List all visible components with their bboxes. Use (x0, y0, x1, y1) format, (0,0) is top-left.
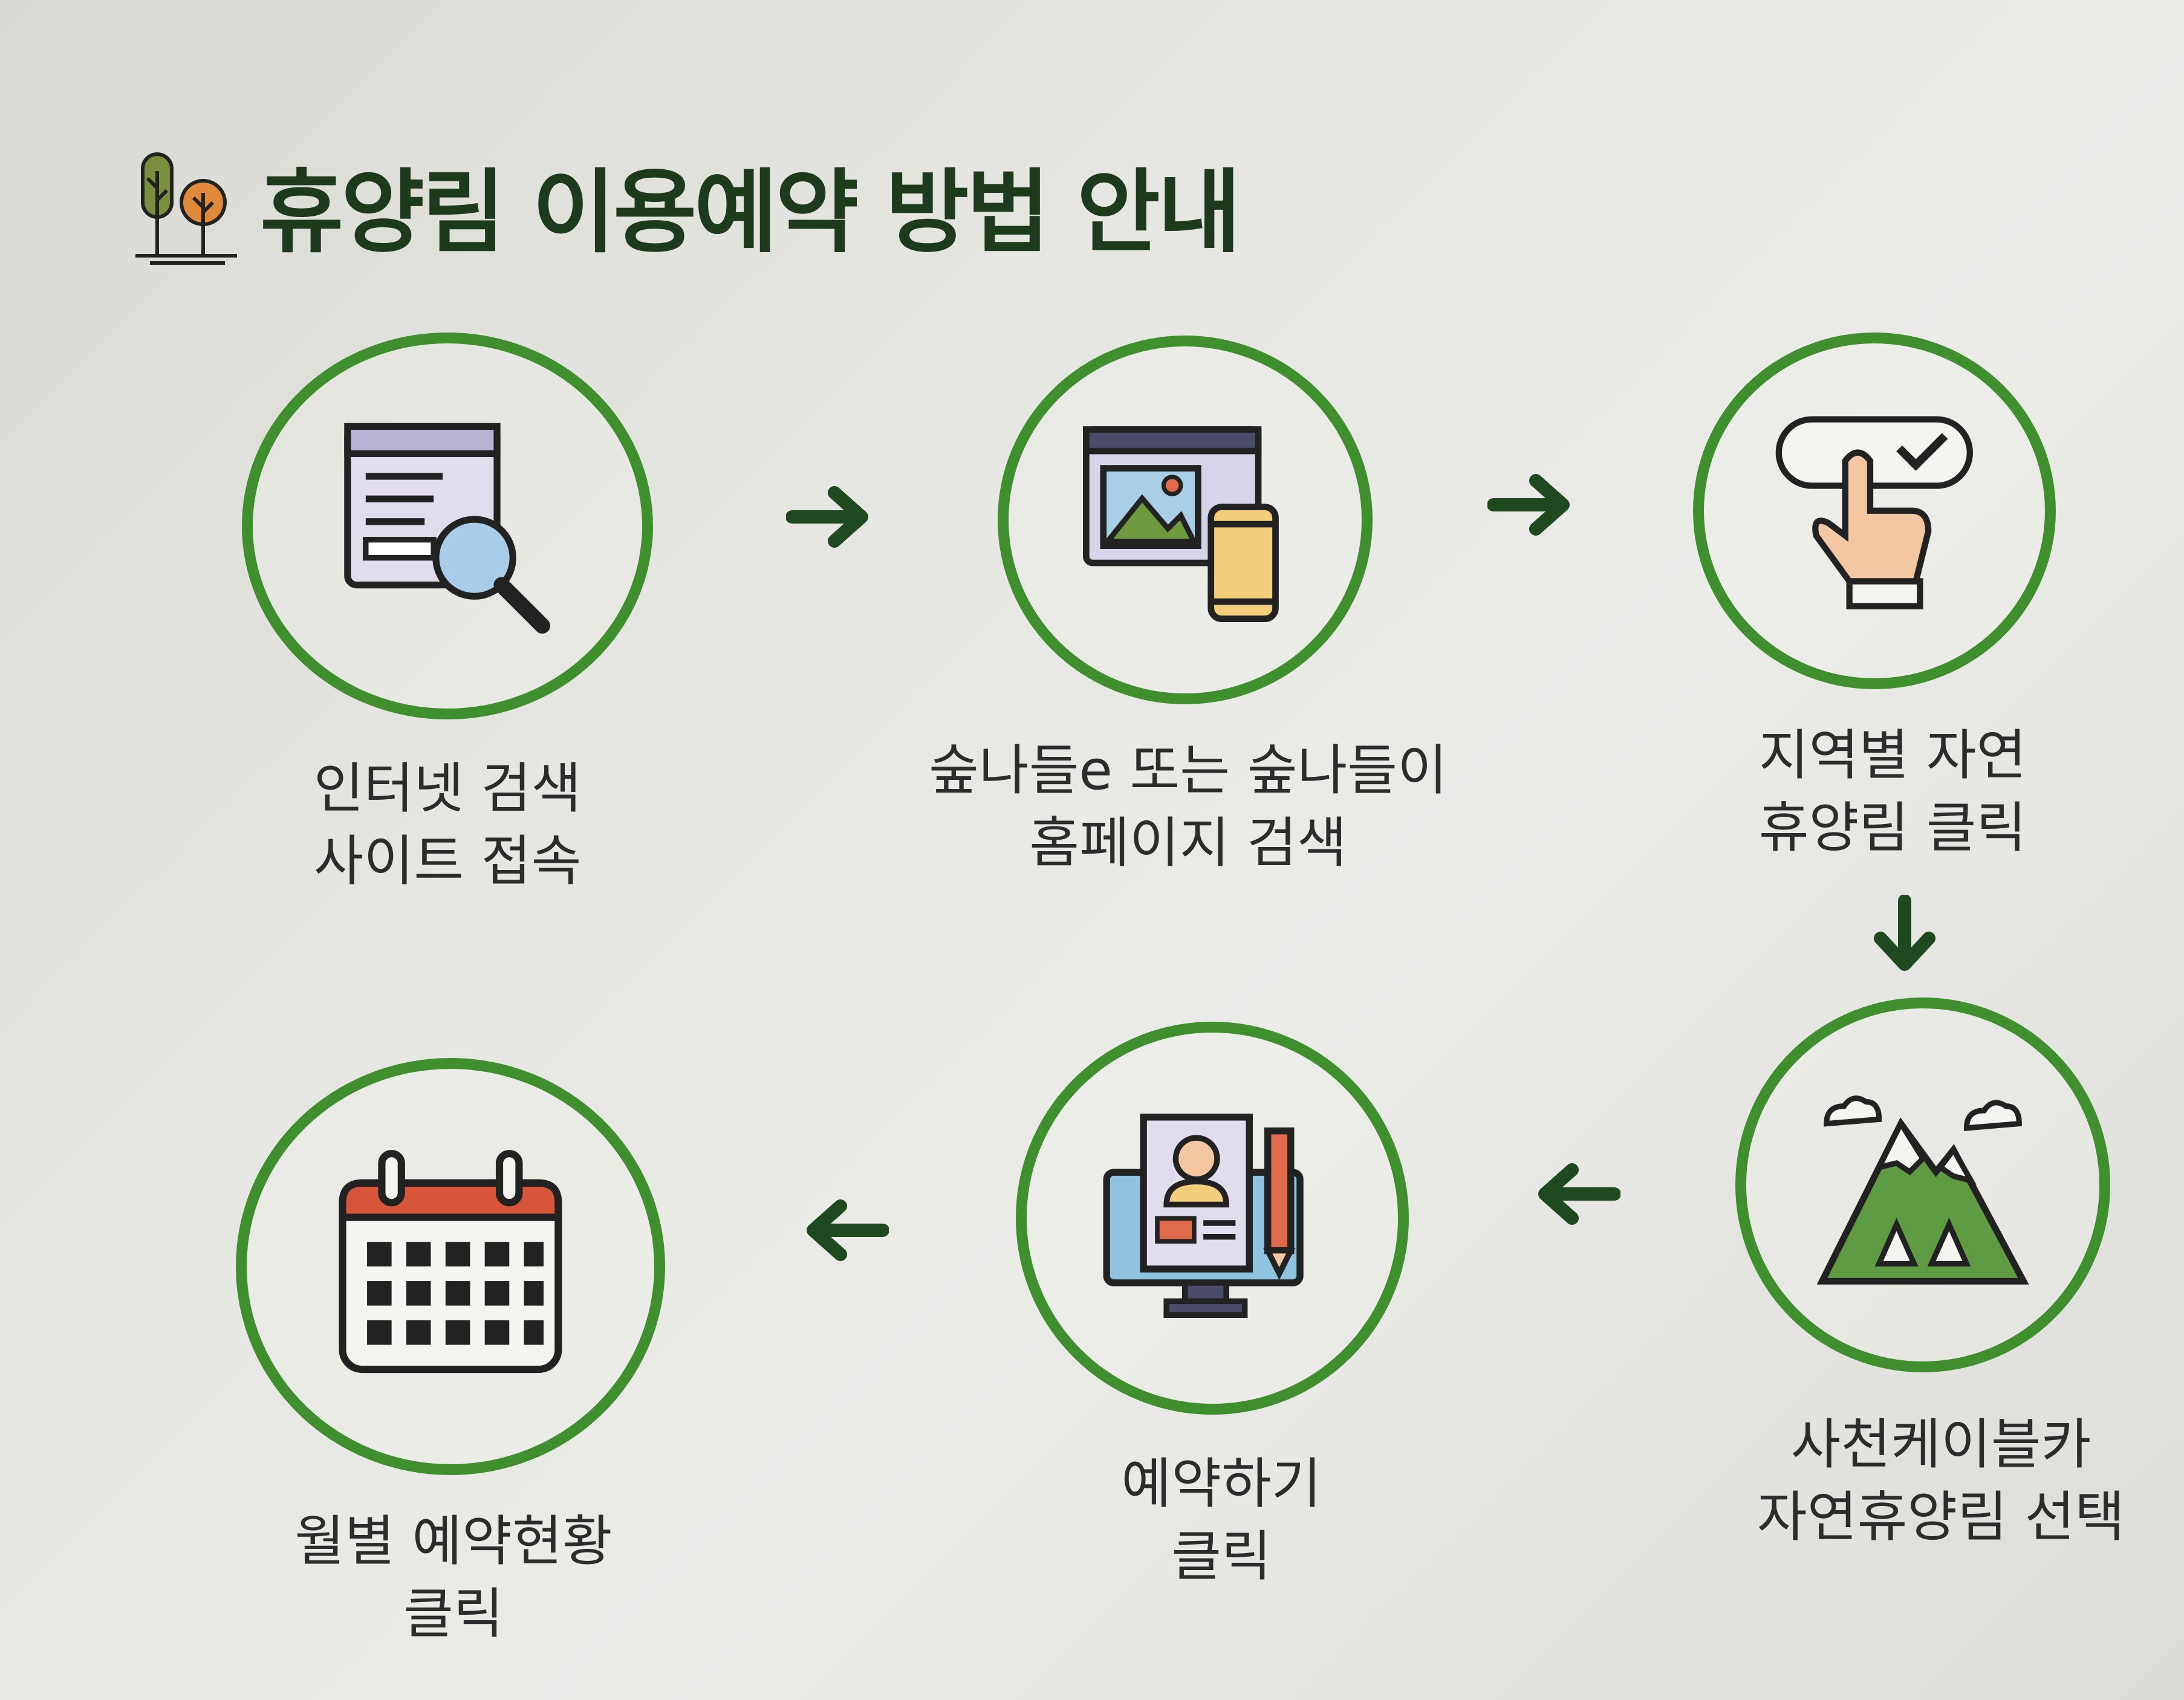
step-3-line2: 휴양림 클릭 (1758, 796, 2027, 860)
arrow-right-1 (785, 484, 877, 550)
step-2-line1: 숲나들e 또는 숲나들이 (929, 739, 1448, 802)
search-document-icon (344, 423, 551, 634)
step-4-label: 사천케이블카 자연휴양림 선택 (1757, 1409, 2125, 1554)
arrow-right-2 (1487, 472, 1578, 538)
step-1-line1: 인터넷 검색 (313, 757, 582, 820)
step-6-line2: 클릭 (403, 1582, 504, 1646)
arrow-left-2 (798, 1197, 889, 1264)
click-hand-icon (1775, 416, 1974, 610)
arrow-down (1871, 894, 1938, 979)
step-6-circle (236, 1058, 665, 1475)
step-6-label: 월별 예약현황 클릭 (294, 1505, 612, 1650)
step-5-line2: 클릭 (1171, 1525, 1272, 1588)
page-title: 휴양림 이용예약 방법 안내 (260, 160, 1241, 265)
trees-icon (135, 152, 237, 265)
step-3-circle (1693, 333, 2056, 689)
profile-form-icon (1103, 1113, 1304, 1318)
step-5-line1: 예약하기 (1121, 1452, 1322, 1516)
step-3-line1: 지역별 자연 (1758, 724, 2027, 787)
step-1-line2: 사이트 접속 (313, 829, 582, 893)
step-2-circle (998, 336, 1373, 704)
calendar-icon (339, 1150, 562, 1374)
step-1-circle (242, 333, 653, 719)
step-2-label: 숲나들e 또는 숲나들이 홈페이지 검색 (929, 735, 1448, 880)
step-5-circle (1016, 1022, 1409, 1415)
step-5-label: 예약하기 클릭 (1121, 1448, 1321, 1593)
step-4-line2: 자연휴양림 선택 (1757, 1485, 2125, 1549)
page-header: 휴양림 이용예약 방법 안내 (133, 139, 1241, 270)
step-4-line1: 사천케이블카 (1790, 1413, 2091, 1476)
step-4-circle (1735, 998, 2110, 1372)
step-3-label: 지역별 자연 휴양림 클릭 (1759, 719, 2027, 865)
step-6-line1: 월별 예약현황 (294, 1510, 613, 1573)
mountain-icon (1816, 1095, 2029, 1285)
web-and-mobile-icon (1082, 426, 1279, 623)
step-1-label: 인터넷 검색 사이트 접속 (314, 753, 582, 898)
arrow-left-1 (1530, 1161, 1621, 1227)
step-2-line2: 홈페이지 검색 (1029, 811, 1347, 875)
